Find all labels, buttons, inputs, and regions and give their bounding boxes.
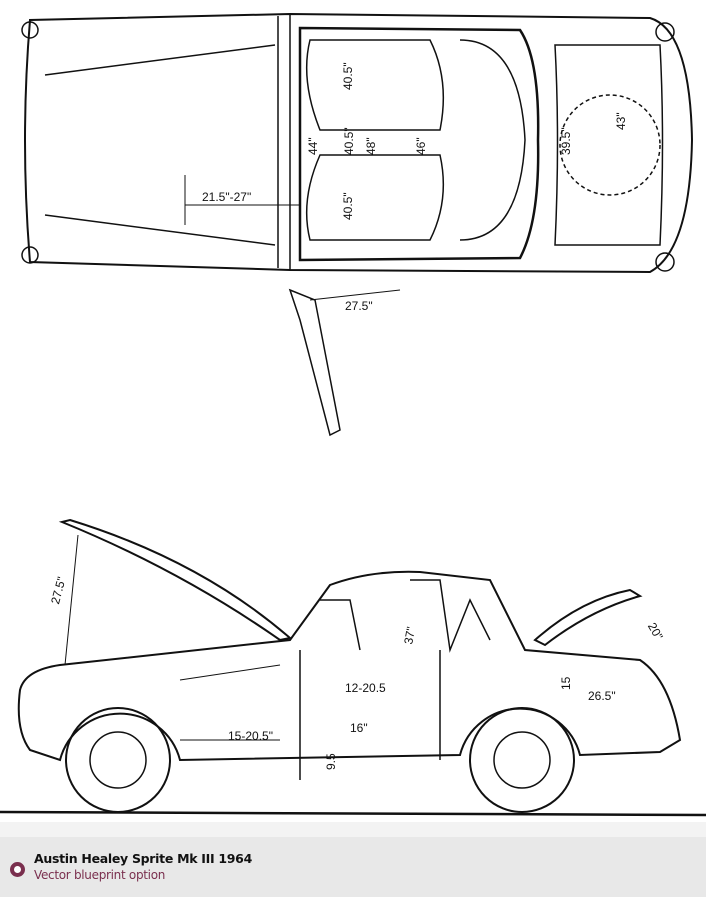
dim-label: 48": [364, 137, 378, 155]
dim-label: 21.5"-27": [202, 190, 251, 204]
dim-label: 27.5": [345, 299, 373, 313]
dim-label: 16": [350, 721, 368, 735]
side-view-drawing: 27.5" 37" 12-20.5 15-20.5" 16" 9.5 26.5"…: [0, 518, 706, 817]
dim-label: 39.5": [559, 127, 573, 155]
blueprint-image: 40.5" 40.5" 48" 44" 46" 21.5"-27" 27.5" …: [0, 12, 706, 817]
dim-label: 26.5": [588, 689, 616, 703]
dim-label: 37": [401, 626, 418, 646]
caption-divider: [0, 822, 706, 837]
dim-label: 44": [306, 137, 320, 155]
dim-label: 46": [414, 137, 428, 155]
dim-label: 40.5": [341, 192, 355, 220]
dim-label: 15-20.5": [228, 729, 273, 743]
vector-option-link[interactable]: Vector blueprint option: [34, 868, 166, 882]
dim-label: 40.5": [342, 127, 356, 155]
dim-label: 15: [559, 676, 573, 690]
dim-label: 43": [614, 112, 628, 130]
dim-label: 12-20.5: [345, 681, 386, 695]
dim-label: 20": [645, 620, 666, 642]
blueprint-title: Austin Healey Sprite Mk III 1964: [34, 851, 252, 866]
dim-label: 9.5: [324, 753, 338, 770]
top-view-drawing: 40.5" 40.5" 48" 44" 46" 21.5"-27" 27.5" …: [21, 12, 694, 437]
dim-label: 40.5": [341, 62, 355, 90]
dim-label: 27.5": [48, 575, 69, 605]
caption-bar: Austin Healey Sprite Mk III 1964 Vector …: [0, 837, 706, 897]
vector-option-radio[interactable]: [10, 862, 25, 877]
